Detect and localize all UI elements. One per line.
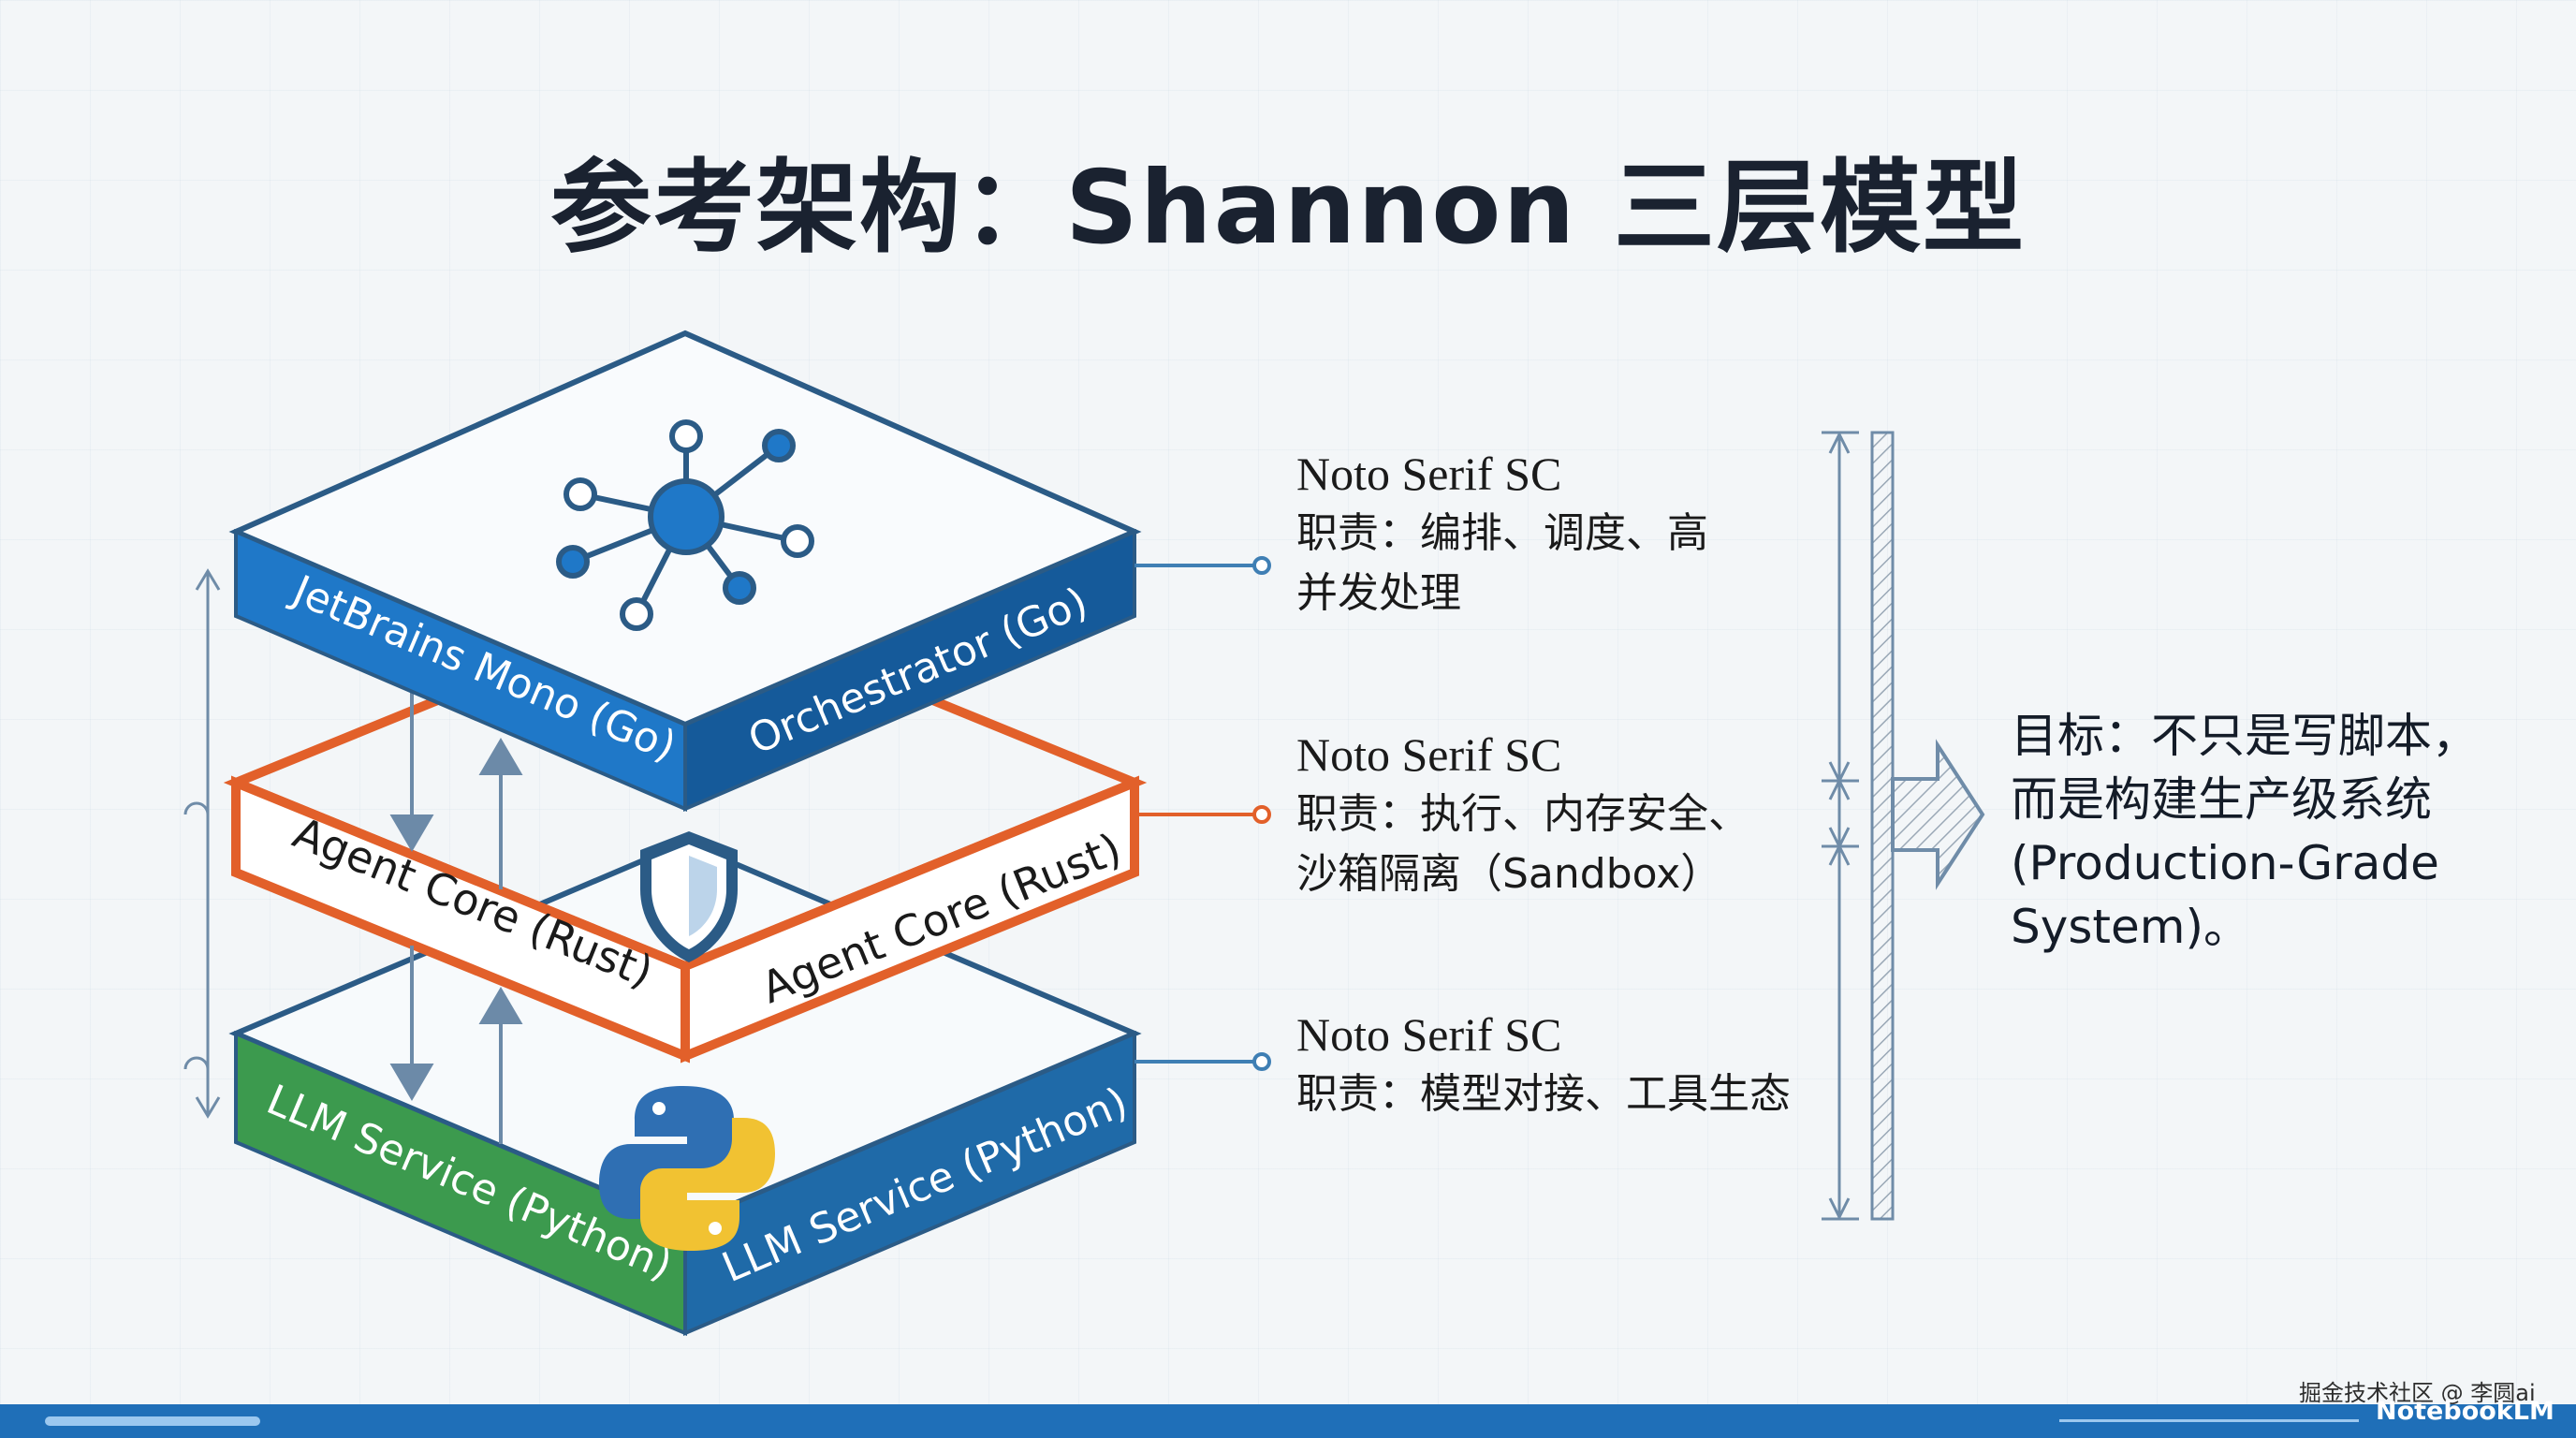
leader-lines — [1134, 556, 1271, 1071]
layer-top: JetBrains Mono (Go) Orchestrator (Go) — [228, 330, 1142, 813]
description-top-duty-line2: 并发处理 — [1296, 569, 1461, 617]
description-middle-duty-line2: 沙箱隔离（Sandbox） — [1296, 850, 1722, 898]
goal-line2: 而是构建生产级系统 — [2011, 772, 2432, 827]
description-bottom-font-label: Noto Serif SC — [1296, 1008, 1562, 1061]
left-dimension-line — [183, 568, 221, 1119]
goal-line4: System)。 — [2011, 900, 2250, 954]
goal-text: 目标：不只是写脚本， 而是构建生产级系统 (Production-Grade S… — [2011, 704, 2544, 959]
description-top-duty-line1: 职责：编排、调度、高 — [1296, 509, 1708, 557]
description-top-font-label: Noto Serif SC — [1296, 448, 1562, 500]
description-bottom: Noto Serif SC 职责：模型对接、工具生态 — [1296, 1005, 1791, 1124]
layer-bottom-right-side — [683, 1030, 1136, 1337]
description-middle: Noto Serif SC 职责：执行、内存安全、 沙箱隔离（Sandbox） — [1296, 725, 1749, 904]
page-title: 参考架构：Shannon 三层模型 — [549, 150, 2026, 267]
python-logo-icon — [599, 1086, 775, 1251]
layer-middle-right-side — [681, 775, 1139, 1064]
shield-icon — [640, 831, 738, 962]
goal-line3: (Production-Grade — [2011, 836, 2439, 890]
goal-line1: 目标：不只是写脚本， — [2011, 709, 2479, 763]
double-arrow-icon — [1822, 431, 1859, 1221]
description-middle-duty-line1: 职责：执行、内存安全、 — [1296, 790, 1749, 838]
description-middle-font-label: Noto Serif SC — [1296, 728, 1562, 781]
right-arrow-icon — [1870, 431, 1985, 1221]
progress-bar-track — [2059, 1419, 2359, 1422]
layer-top-right-side — [683, 528, 1136, 813]
progress-bar-thumb[interactable] — [45, 1416, 260, 1426]
network-hub-icon — [556, 419, 814, 631]
brand-logo: NotebookLM — [2376, 1397, 2554, 1426]
layer-connection-arrows — [389, 693, 523, 1144]
watermark: 掘金技术社区 @ 李圆ai — [2299, 1380, 2536, 1406]
description-top: Noto Serif SC 职责：编排、调度、高 并发处理 — [1296, 444, 1708, 624]
description-bottom-duty-line1: 职责：模型对接、工具生态 — [1296, 1070, 1791, 1118]
